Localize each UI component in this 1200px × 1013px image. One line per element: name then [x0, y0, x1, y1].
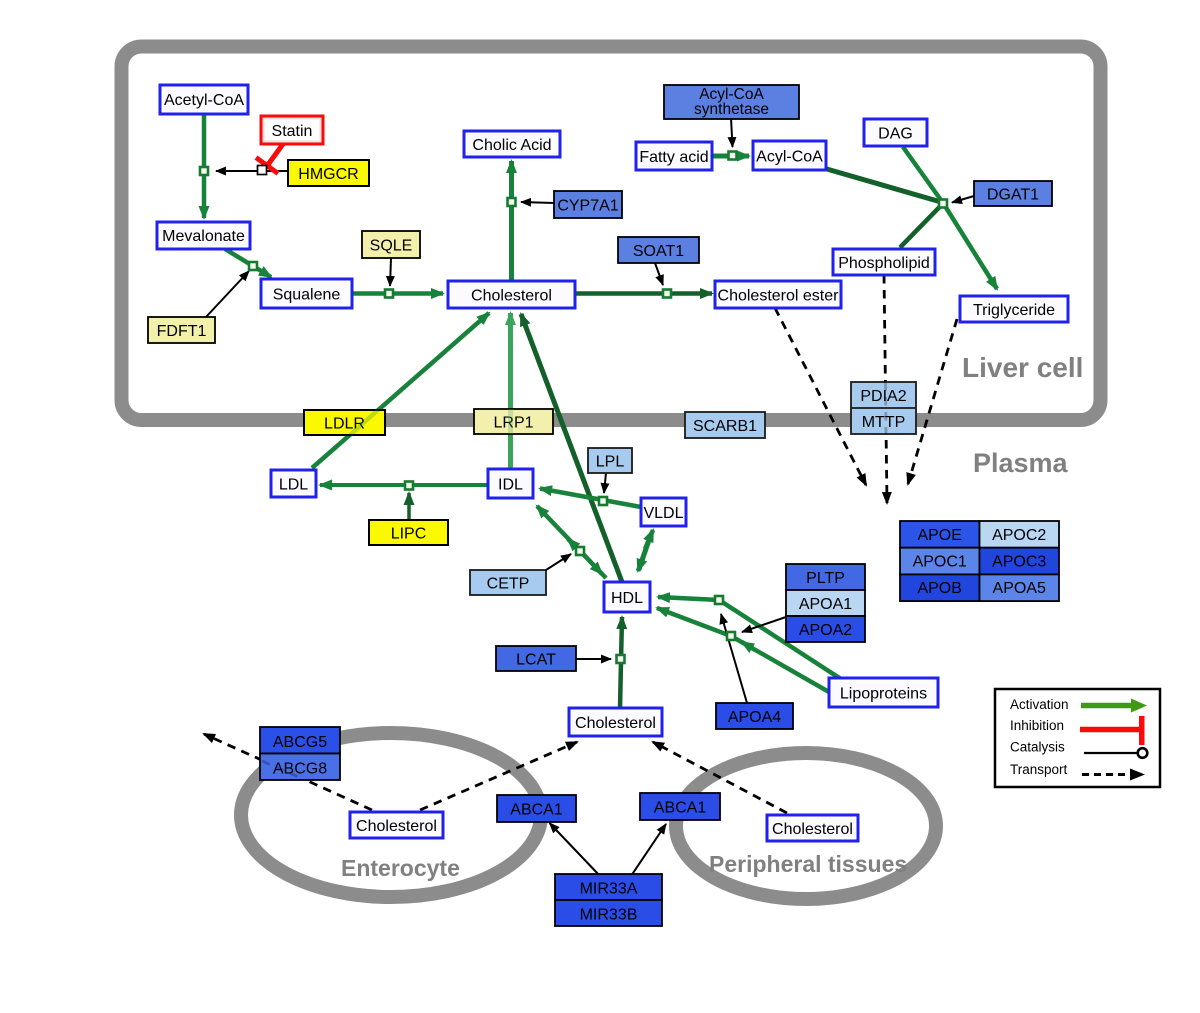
svg-text:HDL: HDL	[611, 590, 643, 607]
svg-text:DGAT1: DGAT1	[987, 187, 1039, 204]
svg-text:Cholesterol: Cholesterol	[471, 288, 552, 305]
svg-text:Fatty acid: Fatty acid	[639, 149, 708, 166]
svg-text:PDIA2: PDIA2	[860, 388, 906, 405]
svg-text:Acyl-CoA: Acyl-CoA	[756, 149, 823, 166]
svg-text:Lipoproteins: Lipoproteins	[840, 686, 927, 703]
svg-text:ABCA1: ABCA1	[654, 800, 707, 817]
svg-text:Enterocyte: Enterocyte	[341, 855, 460, 881]
svg-text:Acetyl-CoA: Acetyl-CoA	[164, 92, 244, 109]
svg-text:Activation: Activation	[1010, 697, 1069, 712]
svg-text:Catalysis: Catalysis	[1010, 740, 1065, 755]
svg-text:Liver cell: Liver cell	[962, 352, 1083, 383]
svg-text:SCARB1: SCARB1	[693, 418, 757, 435]
svg-text:Acyl-CoA: Acyl-CoA	[699, 86, 764, 103]
svg-text:LDL: LDL	[279, 477, 308, 494]
svg-text:APOA1: APOA1	[799, 596, 852, 613]
svg-text:IDL: IDL	[498, 477, 523, 494]
svg-text:APOE: APOE	[917, 527, 961, 544]
svg-text:SOAT1: SOAT1	[633, 243, 684, 260]
svg-text:APOA2: APOA2	[799, 622, 852, 639]
svg-text:CETP: CETP	[487, 576, 530, 593]
svg-text:ABCG8: ABCG8	[273, 761, 327, 778]
svg-text:MTTP: MTTP	[862, 414, 906, 431]
svg-text:LDLR: LDLR	[324, 416, 365, 433]
svg-text:Cholesterol ester: Cholesterol ester	[718, 288, 840, 305]
svg-text:Cholic Acid: Cholic Acid	[472, 137, 551, 154]
svg-text:APOC2: APOC2	[992, 527, 1046, 544]
svg-text:PLTP: PLTP	[806, 570, 845, 587]
svg-text:Mevalonate: Mevalonate	[162, 228, 245, 245]
svg-text:synthetase: synthetase	[694, 101, 769, 118]
svg-text:MIR33A: MIR33A	[580, 881, 638, 898]
svg-text:Triglyceride: Triglyceride	[973, 302, 1055, 319]
svg-text:Squalene: Squalene	[273, 287, 341, 304]
svg-text:APOA4: APOA4	[728, 709, 781, 726]
svg-text:VLDL: VLDL	[643, 505, 683, 522]
svg-text:FDFT1: FDFT1	[157, 323, 207, 340]
svg-text:LIPC: LIPC	[391, 526, 427, 543]
svg-text:Peripheral tissues: Peripheral tissues	[709, 851, 907, 877]
svg-text:Cholesterol: Cholesterol	[356, 818, 437, 835]
svg-text:CYP7A1: CYP7A1	[557, 198, 618, 215]
svg-text:Cholesterol: Cholesterol	[575, 715, 656, 732]
svg-text:APOC3: APOC3	[992, 554, 1046, 571]
svg-text:SQLE: SQLE	[370, 238, 413, 255]
svg-text:LPL: LPL	[596, 454, 625, 471]
svg-text:HMGCR: HMGCR	[298, 166, 358, 183]
svg-text:LRP1: LRP1	[493, 415, 533, 432]
svg-text:LCAT: LCAT	[516, 652, 556, 669]
svg-text:Transport: Transport	[1010, 762, 1068, 777]
svg-text:ABCA1: ABCA1	[510, 802, 563, 819]
svg-text:Cholesterol: Cholesterol	[772, 821, 853, 838]
svg-text:APOA5: APOA5	[993, 580, 1046, 597]
svg-text:MIR33B: MIR33B	[580, 907, 638, 924]
svg-text:Inhibition: Inhibition	[1010, 718, 1064, 733]
svg-text:Plasma: Plasma	[973, 448, 1069, 478]
svg-text:Phospholipid: Phospholipid	[838, 255, 930, 272]
svg-text:Statin: Statin	[272, 123, 313, 140]
svg-text:APOB: APOB	[917, 580, 961, 597]
svg-text:DAG: DAG	[878, 126, 913, 143]
svg-text:APOC1: APOC1	[913, 554, 967, 571]
svg-text:ABCG5: ABCG5	[273, 734, 327, 751]
